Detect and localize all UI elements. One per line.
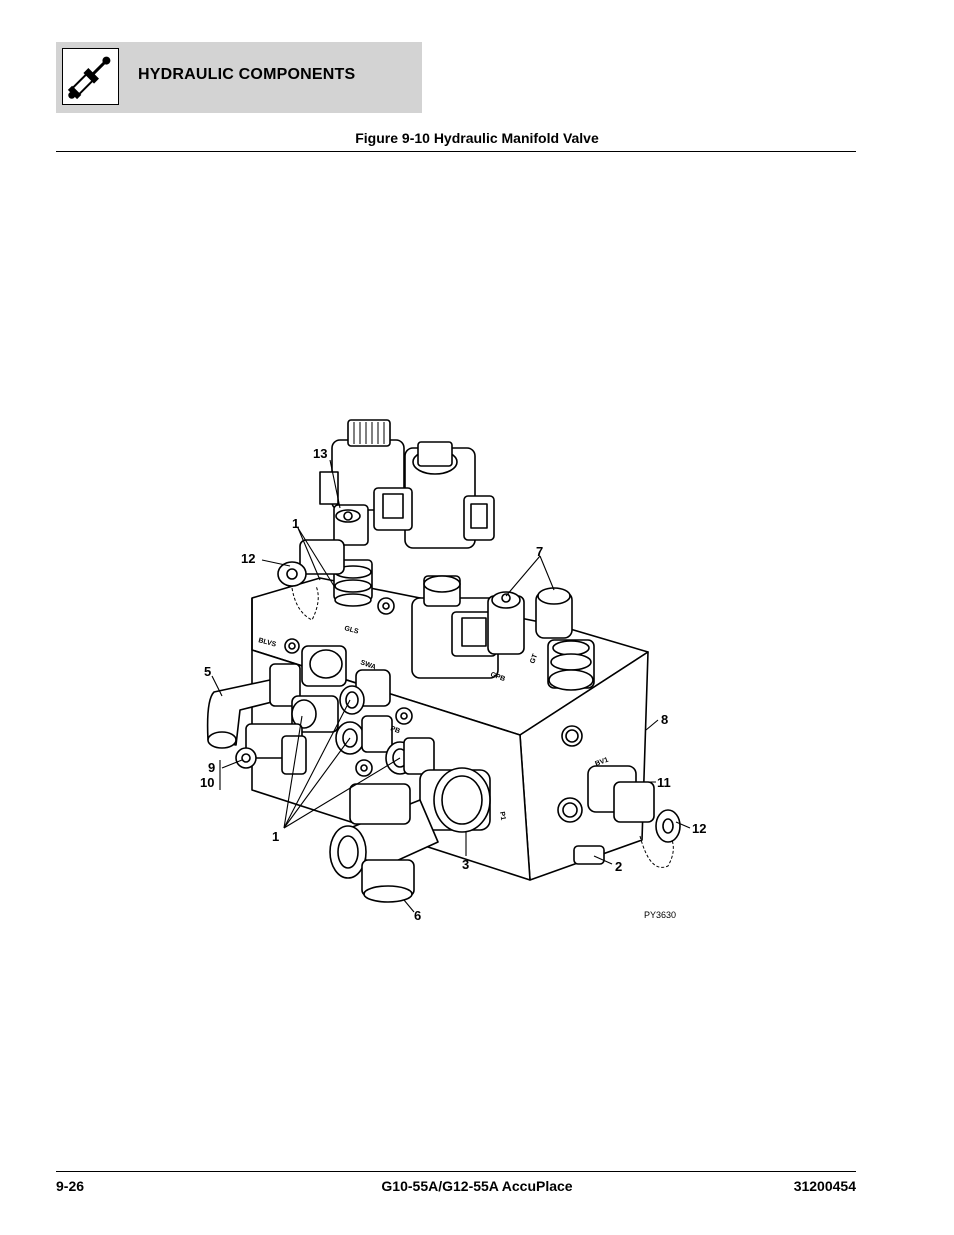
figure-title: Figure 9-10 Hydraulic Manifold Valve [355, 130, 599, 146]
callout-7: 7 [536, 544, 543, 559]
hydraulic-cylinder-icon [62, 48, 119, 105]
callout-6: 6 [414, 908, 421, 923]
document-number: 31200454 [793, 1178, 856, 1194]
page-number: 9-26 [56, 1178, 85, 1194]
callout-2: 2 [615, 859, 622, 874]
callout-12-right: 12 [692, 821, 706, 836]
port-stamp-p1: P1 [498, 811, 506, 821]
port-stamp-gpb: GPB [489, 671, 506, 683]
callout-3: 3 [462, 857, 469, 872]
callout-1-top: 1 [292, 516, 299, 531]
port-stamp-gls: GLS [343, 625, 359, 636]
callout-8: 8 [661, 712, 668, 727]
callout-12-left: 12 [241, 551, 255, 566]
callout-9: 9 [208, 760, 215, 775]
callout-1-bottom: 1 [272, 829, 279, 844]
header-rule [56, 151, 856, 152]
callout-10: 10 [200, 775, 214, 790]
callout-13: 13 [313, 446, 327, 461]
port-stamp-pb: PB [389, 725, 401, 735]
footer-rule [56, 1171, 856, 1172]
port-stamp-gt: GT [529, 652, 539, 664]
model-name: G10-55A/G12-55A AccuPlace [381, 1178, 573, 1194]
callout-11: 11 [657, 775, 671, 790]
callout-5: 5 [204, 664, 211, 679]
drawing-id: PY3630 [644, 910, 676, 920]
port-stamp-bv1: BV1 [594, 757, 609, 768]
section-title: HYDRAULIC COMPONENTS [138, 66, 356, 83]
elbow-fitting-left [206, 679, 281, 746]
port-stamp-blvs: BLVS [257, 637, 277, 649]
